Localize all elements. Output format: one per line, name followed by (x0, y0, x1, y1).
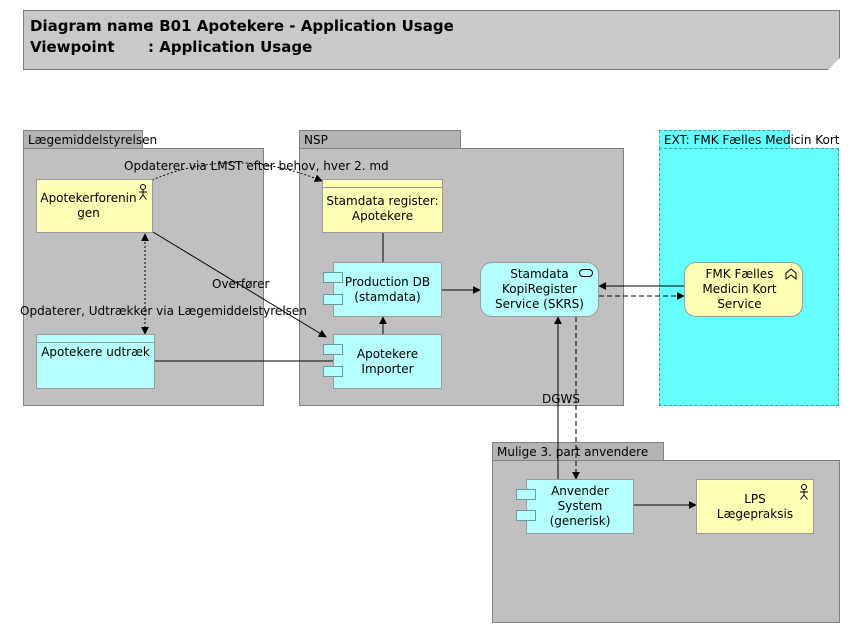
diagram-name-row: Diagram name: B01 Apotekere - Applicatio… (30, 17, 454, 35)
actor-apotekerforeningen-label: Apotekerforenin gen (40, 191, 148, 221)
flow-overforer[interactable] (152, 231, 327, 338)
service-fmk-label: FMK Fælles Medicin Kort Service (702, 267, 784, 312)
service-skrs[interactable]: Stamdata KopiRegister Service (SKRS) (480, 262, 599, 317)
viewpoint-value: : Application Usage (148, 38, 313, 56)
diagram-header: Diagram name: B01 Apotekere - Applicatio… (23, 10, 840, 70)
data-object-stamdata-register-label: Stamdata register: Apotekere (326, 194, 438, 224)
component-apotekere-importer-line1: Apotekere (356, 346, 419, 361)
actor-lps-line2: Lægepraksis (716, 506, 794, 521)
group-label-nsp: NSP (304, 133, 328, 147)
component-anvender-system[interactable]: Anvender System (generisk) (526, 479, 634, 534)
component-icon (516, 489, 536, 500)
component-production-db[interactable]: Production DB (stamdata) (333, 262, 442, 317)
group-tab-mulige[interactable]: Mulige 3. part anvendere (492, 442, 664, 461)
component-apotekere-importer[interactable]: Apotekere Importer (333, 334, 442, 389)
group-tab-ext-fmk[interactable]: EXT: FMK Fælles Medicin Kort (659, 130, 840, 149)
group-tab-laegemiddelstyrelsen[interactable]: Lægemiddelstyrelsen (23, 130, 157, 149)
component-icon (323, 272, 343, 283)
component-anvender-system-label: Anvender System (generisk) (527, 484, 633, 529)
service-fmk-line2: Medicin Kort (702, 282, 777, 296)
data-object-header-line (37, 342, 154, 343)
group-label-mulige: Mulige 3. part anvendere (497, 445, 649, 459)
actor-lps-line1: LPS (744, 491, 766, 506)
component-icon (323, 344, 343, 355)
viewpoint-row: Viewpoint : Application Usage (30, 38, 312, 56)
component-production-db-line2: (stamdata) (354, 289, 421, 304)
data-object-stamdata-register-line1: Stamdata register: (326, 194, 439, 208)
service-fmk[interactable]: FMK Fælles Medicin Kort Service (684, 262, 803, 317)
label-opdaterer-udtraekker: Opdaterer, Udtrækker via Lægemiddelstyre… (20, 304, 307, 318)
component-anvender-system-line2: (generisk) (549, 514, 611, 528)
function-icon (785, 268, 797, 280)
service-skrs-line1: Stamdata (510, 267, 569, 281)
flow-opdaterer-lmst[interactable] (151, 162, 323, 182)
actor-lps-label: LPS Lægepraksis (717, 492, 793, 522)
diagram-name-value: : B01 Apotekere - Application Usage (148, 17, 454, 35)
data-object-header-line (323, 187, 442, 188)
service-fmk-line1: FMK Fælles (705, 267, 774, 281)
data-object-stamdata-register[interactable]: Stamdata register: Apotekere (322, 179, 443, 233)
component-production-db-line1: Production DB (344, 274, 431, 289)
diagram-name-label: Diagram name (30, 17, 154, 35)
service-skrs-line3: Service (SKRS) (495, 297, 584, 311)
viewpoint-label: Viewpoint (30, 38, 115, 56)
component-anvender-system-line1: Anvender System (551, 484, 609, 513)
data-object-stamdata-register-line2: Apotekere (351, 209, 414, 223)
component-icon (323, 294, 343, 305)
group-label-laegemiddelstyrelsen: Lægemiddelstyrelsen (28, 133, 158, 147)
actor-icon (139, 184, 147, 200)
label-overforer: Overfører (212, 277, 270, 291)
actor-apotekerforeningen[interactable]: Apotekerforenin gen (36, 179, 153, 233)
label-dgws: DGWS (542, 392, 581, 406)
service-skrs-line2: KopiRegister (502, 282, 577, 296)
label-opdaterer-lmst: Opdaterer via LMST efter behov, hver 2. … (124, 159, 389, 173)
component-icon (323, 366, 343, 377)
actor-apotekerforeningen-line2: gen (77, 206, 100, 220)
component-production-db-label: Production DB (stamdata) (345, 275, 430, 305)
service-fmk-line3: Service (717, 297, 762, 311)
service-skrs-label: Stamdata KopiRegister Service (SKRS) (495, 267, 584, 312)
group-label-ext-fmk: EXT: FMK Fælles Medicin Kort (664, 133, 840, 147)
component-icon (516, 510, 536, 521)
component-apotekere-importer-line2: Importer (361, 361, 414, 376)
data-object-apotekere-udtraek[interactable]: Apotekere udtræk (36, 334, 155, 389)
actor-icon (800, 484, 808, 500)
group-tab-nsp[interactable]: NSP (299, 130, 461, 149)
actor-apotekerforeningen-line1: Apotekerforenin (40, 191, 137, 205)
service-icon (579, 269, 593, 277)
actor-lps[interactable]: LPS Lægepraksis (696, 479, 814, 534)
component-apotekere-importer-label: Apotekere Importer (357, 347, 418, 377)
data-object-apotekere-udtraek-label: Apotekere udtræk (41, 345, 150, 359)
